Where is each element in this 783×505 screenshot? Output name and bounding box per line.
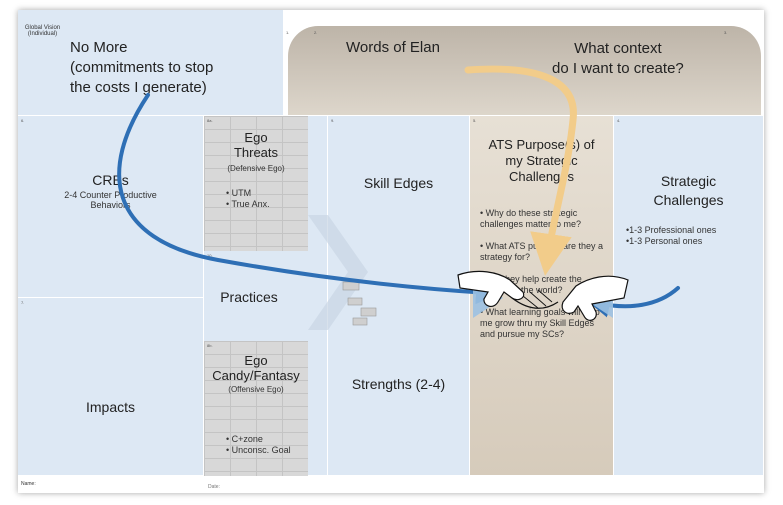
words-of-elan-title: Words of Elan — [346, 39, 440, 56]
what-context-title: What context do I want to create? — [552, 40, 684, 77]
skill-edges-title: Skill Edges — [363, 175, 434, 191]
strategic-challenges-panel: 4. Strategic Challenges •1-3 Professiona… — [614, 116, 764, 476]
ego-threats-bullet: • UTM — [226, 188, 252, 198]
middle-panel: 8a. Ego Threats (Defensive Ego) • UTM • … — [204, 116, 345, 476]
ego-candy-subtitle: (Offensive Ego) — [228, 385, 284, 394]
crbs-panel: 6. CRBs 2-4 Counter Productive Behaviors — [18, 116, 204, 298]
ats-question: • Why do these strategic challenges matt… — [480, 208, 582, 229]
cell-number-7: 7. — [21, 300, 25, 305]
impacts-panel: 7. Impacts — [18, 298, 204, 476]
diagram-overlay — [117, 65, 680, 330]
ego-candy-bullet: • Unconsc. Goal — [226, 445, 291, 455]
ego-threats-title: Ego Threats — [233, 130, 279, 160]
strategic-challenges-title: Strategic Challenges — [653, 173, 724, 208]
date-label: Date: — [208, 484, 220, 490]
skill-edges-panel: 9. Skill Edges Strengths (2-4) — [328, 116, 470, 476]
ego-threats-bullets: • UTM • True Anx. — [226, 188, 270, 210]
ego-candy-wall: 8b. Ego Candy/Fantasy (Offensive Ego) • … — [204, 341, 308, 476]
cell-number-10: 10. — [207, 253, 213, 258]
cell-number-9: 9. — [331, 118, 335, 123]
impacts-title: Impacts — [85, 399, 135, 415]
name-label: Name: — [21, 481, 36, 487]
strategic-challenge-worksheet: Global Vision (Individual) No More (comm… — [18, 10, 764, 493]
practices-chevron — [308, 215, 368, 330]
cell-number-2: 2. — [314, 30, 318, 35]
global-vision-label: Global Vision (Individual) — [24, 25, 61, 37]
ego-threats-subtitle: (Defensive Ego) — [227, 164, 285, 173]
no-more-panel: Global Vision (Individual) No More (comm… — [18, 10, 284, 116]
gold-context-arrow — [464, 65, 577, 276]
cell-number-5: 5. — [473, 118, 477, 123]
crbs-subtitle: 2-4 Counter Productive Behaviors — [64, 190, 157, 210]
ego-candy-bullets: • C+zone • Unconsc. Goal — [226, 434, 291, 456]
practices-title: Practices — [220, 289, 278, 305]
bricks-icon — [342, 281, 377, 326]
ego-candy-title: Ego Candy/Fantasy — [212, 353, 300, 383]
cell-number-1: 1. — [286, 30, 290, 35]
ego-threats-wall: 8a. Ego Threats (Defensive Ego) • UTM • … — [204, 116, 308, 251]
ats-question: • What learning goals will help me grow … — [480, 307, 600, 339]
cell-number-6: 6. — [21, 118, 25, 123]
strategic-challenges-bullets: •1-3 Professional ones •1-3 Personal one… — [626, 225, 716, 247]
cell-number-4: 4. — [617, 118, 621, 123]
cell-number-3: 3. — [724, 30, 728, 35]
strengths-title: Strengths (2-4) — [351, 376, 446, 392]
cell-number-8a: 8a. — [207, 118, 213, 123]
ego-threats-bullet: • True Anx. — [226, 199, 270, 209]
handshake-icon — [457, 270, 629, 321]
ego-candy-bullet: • C+zone — [226, 434, 263, 444]
strategic-bullet: •1-3 Professional ones — [626, 225, 717, 235]
elan-context-panel: 1. 2. 3. Words of Elan What context do I… — [284, 10, 764, 116]
cell-number-8b: 8b. — [207, 343, 213, 348]
strategic-bullet: •1-3 Personal ones — [626, 236, 703, 246]
blue-no-more-arrow — [117, 93, 500, 305]
no-more-title: No More (commitments to stop the costs I… — [70, 39, 214, 96]
